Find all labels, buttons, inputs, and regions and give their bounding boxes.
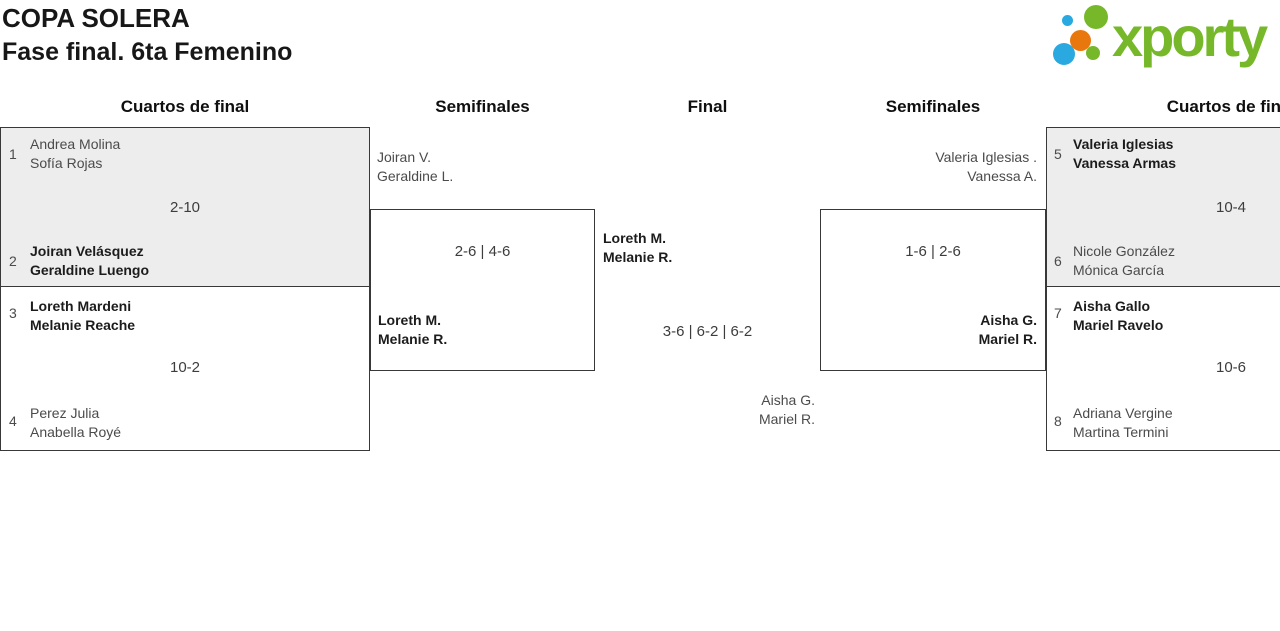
player-name: Andrea Molina <box>30 136 121 152</box>
player-name: Melanie R. <box>378 331 448 347</box>
player-name: Adriana Vergine <box>1073 405 1173 421</box>
match-score: 2-6 | 4-6 <box>454 243 511 260</box>
logo-dot-orange-icon <box>1070 30 1091 51</box>
team-pair: Perez Julia Anabella Royé <box>30 404 121 442</box>
player-name: Mónica García <box>1073 262 1165 278</box>
tournament-title: COPA SOLERA <box>2 3 190 33</box>
seed-number: 4 <box>9 413 17 429</box>
player-name: Vanessa Armas <box>1073 155 1176 171</box>
team-pair: Valeria Iglesias . Vanessa A. <box>935 148 1037 186</box>
team-pair: Valeria Iglesias Vanessa Armas <box>1073 135 1176 173</box>
match-box-qf3[interactable]: 5 Valeria Iglesias Vanessa Armas 10-4 6 … <box>1046 127 1280 287</box>
logo-wordmark: xporty <box>1112 5 1268 68</box>
seed-number: 2 <box>9 253 17 269</box>
logo-dot-green-small-icon <box>1086 46 1100 60</box>
round-header-semis-right: Semifinales <box>885 97 981 116</box>
team-pair: Loreth Mardeni Melanie Reache <box>30 297 135 335</box>
team-pair: Adriana Vergine Martina Termini <box>1073 404 1173 442</box>
player-name: Valeria Iglesias . <box>935 149 1037 165</box>
player-name: Valeria Iglesias <box>1073 136 1174 152</box>
match-box-qf1[interactable]: 1 Andrea Molina Sofía Rojas 2-10 2 Joira… <box>0 127 370 287</box>
team-pair: Nicole González Mónica García <box>1073 242 1175 280</box>
xporty-logo[interactable]: xporty <box>1045 0 1280 75</box>
team-pair: Aisha G. Mariel R. <box>979 311 1037 349</box>
player-name: Martina Termini <box>1073 424 1169 440</box>
team-pair-finalist-right: Aisha G. Mariel R. <box>759 391 815 429</box>
final-score: 3-6 | 6-2 | 6-2 <box>662 323 753 340</box>
player-name: Geraldine Luengo <box>30 262 150 278</box>
seed-number: 7 <box>1054 305 1062 321</box>
logo-dot-green-large-icon <box>1084 5 1108 29</box>
logo-dot-blue-large-icon <box>1053 43 1075 65</box>
team-pair: Aisha Gallo Mariel Ravelo <box>1073 297 1163 335</box>
player-name: Vanessa A. <box>967 168 1037 184</box>
player-name: Joiran V. <box>377 149 431 165</box>
player-name: Aisha Gallo <box>1073 298 1151 314</box>
match-score: 2-10 <box>169 199 201 216</box>
round-header-final: Final <box>687 97 728 116</box>
player-name: Loreth M. <box>378 312 441 328</box>
round-header-quarters-left: Cuartos de final <box>120 97 250 116</box>
team-pair: Andrea Molina Sofía Rojas <box>30 135 120 173</box>
match-score: 10-6 <box>1215 359 1247 376</box>
player-name: Perez Julia <box>30 405 100 421</box>
seed-number: 3 <box>9 305 17 321</box>
player-name: Melanie R. <box>603 249 673 265</box>
player-name: Loreth Mardeni <box>30 298 132 314</box>
player-name: Mariel Ravelo <box>1073 317 1164 333</box>
match-box-sf-left[interactable]: 2-6 | 4-6 Loreth M. Melanie R. <box>370 209 595 371</box>
player-name: Loreth M. <box>603 230 666 246</box>
player-name: Melanie Reache <box>30 317 136 333</box>
round-header-quarters-right: Cuartos de final <box>1166 97 1280 116</box>
bracket-subtitle: Fase final. 6ta Femenino <box>2 38 293 66</box>
team-pair: Joiran V. Geraldine L. <box>377 148 453 186</box>
player-name: Joiran Velásquez <box>30 243 144 259</box>
seed-number: 1 <box>9 146 17 162</box>
player-name: Mariel R. <box>978 331 1037 347</box>
player-name: Aisha G. <box>980 312 1037 328</box>
team-pair: Joiran Velásquez Geraldine Luengo <box>30 242 149 280</box>
match-score: 1-6 | 2-6 <box>905 243 961 260</box>
seed-number: 8 <box>1054 413 1062 429</box>
team-pair-finalist-left: Loreth M. Melanie R. <box>603 229 672 267</box>
match-score: 10-2 <box>169 359 201 376</box>
logo-dot-blue-small-icon <box>1062 15 1073 26</box>
match-box-sf-right[interactable]: 1-6 | 2-6 Aisha G. Mariel R. <box>820 209 1046 371</box>
player-name: Nicole González <box>1073 243 1175 259</box>
player-name: Mariel R. <box>758 411 815 427</box>
player-name: Anabella Royé <box>30 424 122 440</box>
match-score: 10-4 <box>1215 199 1247 216</box>
player-name: Geraldine L. <box>377 168 454 184</box>
player-name: Sofía Rojas <box>30 155 103 171</box>
team-pair: Loreth M. Melanie R. <box>378 311 447 349</box>
match-box-qf2[interactable]: 3 Loreth Mardeni Melanie Reache 10-2 4 P… <box>0 286 370 451</box>
seed-number: 6 <box>1054 253 1062 269</box>
seed-number: 5 <box>1054 146 1062 162</box>
player-name: Aisha G. <box>761 392 815 408</box>
match-box-qf4[interactable]: 7 Aisha Gallo Mariel Ravelo 10-6 8 Adria… <box>1046 286 1280 451</box>
round-header-semis-left: Semifinales <box>435 97 530 116</box>
